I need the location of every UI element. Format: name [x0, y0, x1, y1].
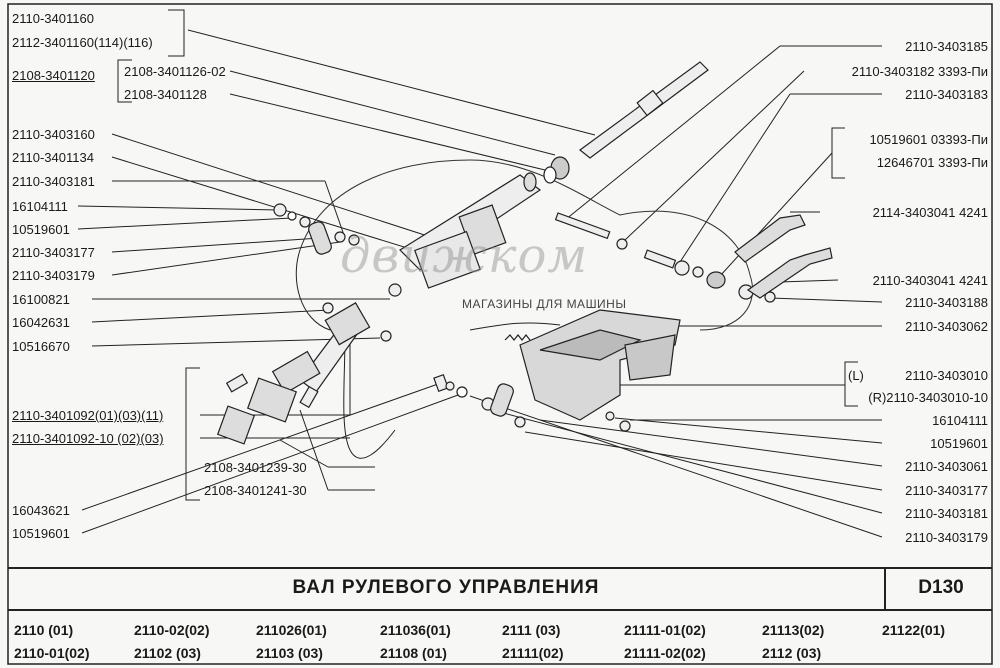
- part-label-left-8: 2110-3403181: [12, 174, 95, 189]
- model-cell: 21111-02(02): [624, 645, 706, 661]
- part-label-right-17: 2110-3403181: [905, 506, 988, 521]
- part-label-right-14: 10519601: [930, 436, 988, 451]
- model-cell: 2110-01(02): [14, 645, 90, 661]
- model-cell: 21113(02): [762, 622, 825, 638]
- part-label-left-10: 10519601: [12, 222, 70, 237]
- part-label-left-11: 2110-3403177: [12, 245, 95, 260]
- part-label-right-12: (R)2110-3403010-10: [868, 390, 988, 405]
- title-bar: ВАЛ РУЛЕВОГО УПРАВЛЕНИЯ D130: [8, 567, 992, 611]
- part-label-left-2: 2112-3401160(114)(116): [12, 35, 153, 50]
- watermark-logo: движком: [340, 228, 589, 284]
- model-cell: 21122(01): [882, 622, 946, 638]
- part-label-left-1: 2110-3401160: [12, 11, 94, 26]
- model-cell: 211026(01): [256, 622, 327, 638]
- model-cell: 21103 (03): [256, 645, 323, 661]
- model-cell: 2110 (01): [14, 622, 74, 638]
- part-label-left-7: 2110-3401134: [12, 150, 94, 165]
- model-cell: 211036(01): [380, 622, 451, 638]
- model-cell: 2111 (03): [502, 622, 561, 638]
- model-cell: 2110-02(02): [134, 622, 210, 638]
- title-divider: [884, 569, 886, 609]
- part-label-right-10: (L): [848, 368, 864, 383]
- part-label-right-6: 2114-3403041 4241: [872, 205, 988, 220]
- part-label-left-4: 2108-3401126-02: [124, 64, 226, 79]
- part-label-left-15: 10516670: [12, 339, 70, 354]
- part-label-left-14: 16042631: [12, 315, 70, 330]
- part-label-left-17: 2110-3401092-10 (02)(03): [12, 431, 164, 446]
- part-label-right-2: 2110-3403182 3393-Пи: [851, 64, 988, 79]
- diagram-code: D130: [918, 577, 964, 598]
- part-label-right-5: 12646701 3393-Пи: [876, 155, 988, 170]
- part-label-left-21: 10519601: [12, 526, 70, 541]
- watermark-subtitle: МАГАЗИНЫ ДЛЯ МАШИНЫ: [462, 297, 627, 311]
- part-label-left-13: 16100821: [12, 292, 70, 307]
- model-cell: 2112 (03): [762, 645, 822, 661]
- part-label-right-8: 2110-3403188: [905, 295, 988, 310]
- part-label-left-18: 2108-3401239-30: [204, 460, 307, 475]
- part-label-right-11: 2110-3403010: [905, 368, 988, 383]
- model-cell: 21102 (03): [134, 645, 201, 661]
- part-label-right-15: 2110-3403061: [905, 459, 988, 474]
- part-label-right-13: 16104111: [932, 413, 988, 428]
- part-label-left-6: 2110-3403160: [12, 127, 95, 142]
- part-label-left-3: 2108-3401120: [12, 68, 95, 83]
- part-label-left-20: 16043621: [12, 503, 70, 518]
- diagram-title: ВАЛ РУЛЕВОГО УПРАВЛЕНИЯ: [292, 577, 600, 598]
- model-cell: 21111(02): [502, 645, 564, 661]
- part-label-right-18: 2110-3403179: [905, 530, 988, 545]
- part-label-left-16: 2110-3401092(01)(03)(11): [12, 408, 164, 423]
- part-label-right-7: 2110-3403041 4241: [872, 273, 988, 288]
- model-cell: 21111-01(02): [624, 622, 706, 638]
- part-label-right-16: 2110-3403177: [905, 483, 988, 498]
- part-label-left-12: 2110-3403179: [12, 268, 95, 283]
- model-cell: 21108 (01): [380, 645, 447, 661]
- part-label-right-4: 10519601 03393-Пи: [869, 132, 988, 147]
- part-label-right-9: 2110-3403062: [905, 319, 988, 334]
- part-label-left-5: 2108-3401128: [124, 87, 207, 102]
- part-label-right-3: 2110-3403183: [905, 87, 988, 102]
- part-label-left-19: 2108-3401241-30: [204, 483, 307, 498]
- part-label-right-1: 2110-3403185: [905, 39, 988, 54]
- part-label-left-9: 16104111: [12, 199, 68, 214]
